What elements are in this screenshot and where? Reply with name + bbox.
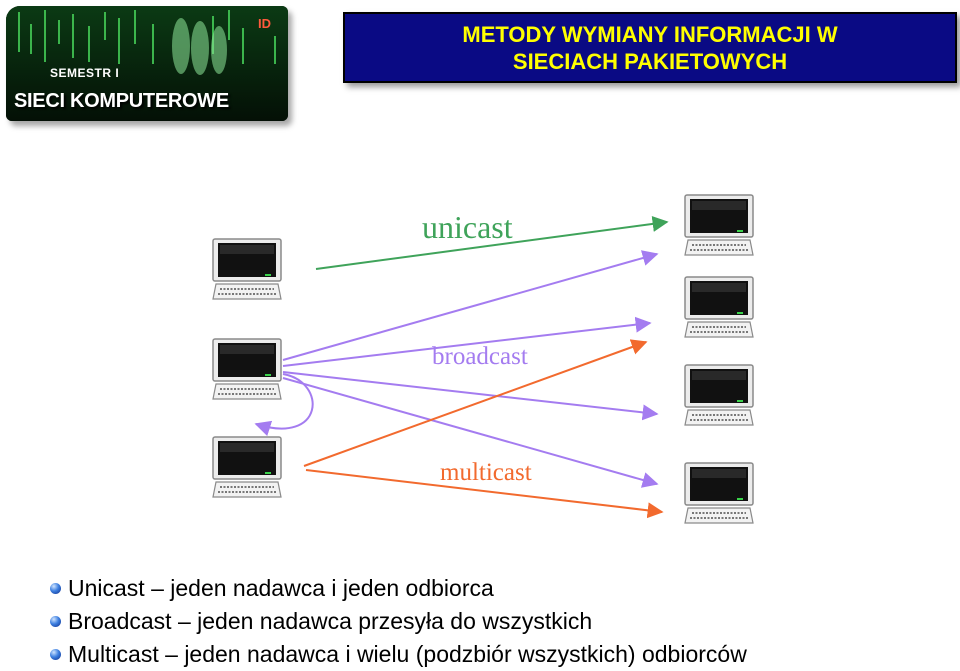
broadcast-label: broadcast [432, 343, 528, 370]
broadcast-arrow-loop [256, 374, 313, 429]
receiver-computer-1 [685, 195, 753, 255]
list-item: Multicast – jeden nadawca i wielu (podzb… [50, 638, 747, 671]
bullet-icon [50, 616, 61, 627]
receiver-computer-3 [685, 365, 753, 425]
transmission-diagram: unicast broadcast multicast [0, 0, 960, 560]
broadcast-definition: Broadcast – jeden nadawca przesyła do ws… [68, 608, 592, 635]
bullet-icon [50, 583, 61, 594]
multicast-label: multicast [440, 459, 532, 486]
definitions-list: Unicast – jeden nadawca i jeden odbiorca… [50, 572, 747, 671]
bullet-icon [50, 649, 61, 660]
sender-computer-1 [213, 239, 281, 299]
sender-computer-2 [213, 339, 281, 399]
list-item: Broadcast – jeden nadawca przesyła do ws… [50, 605, 747, 638]
list-item: Unicast – jeden nadawca i jeden odbiorca [50, 572, 747, 605]
unicast-label: unicast [422, 209, 513, 245]
unicast-definition: Unicast – jeden nadawca i jeden odbiorca [68, 575, 494, 602]
receiver-computer-4 [685, 463, 753, 523]
sender-computer-3 [213, 437, 281, 497]
receiver-computer-2 [685, 277, 753, 337]
multicast-definition: Multicast – jeden nadawca i wielu (podzb… [68, 641, 747, 668]
